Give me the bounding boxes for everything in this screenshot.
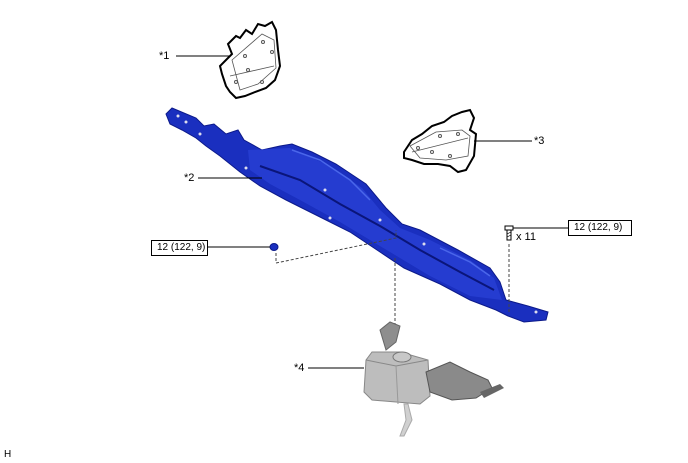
- bolt-torque-spec: 12 (122, 9): [568, 220, 632, 236]
- nut-fastener: [269, 243, 279, 251]
- callout-part-4: *4: [294, 362, 305, 374]
- part-2-bracket: [165, 107, 549, 323]
- part-4-component: [363, 321, 504, 437]
- bolt-quantity: x 11: [516, 231, 536, 243]
- nut-torque-spec: 12 (122, 9): [151, 240, 208, 256]
- callout-part-1: *1: [159, 50, 170, 62]
- callout-part-2: *2: [184, 172, 195, 184]
- part-1-insulator: [218, 20, 282, 100]
- figure-code: H: [4, 449, 12, 460]
- part-3-insulator: [403, 108, 478, 174]
- callout-part-3: *3: [534, 135, 545, 147]
- bolt-fastener: [504, 225, 514, 241]
